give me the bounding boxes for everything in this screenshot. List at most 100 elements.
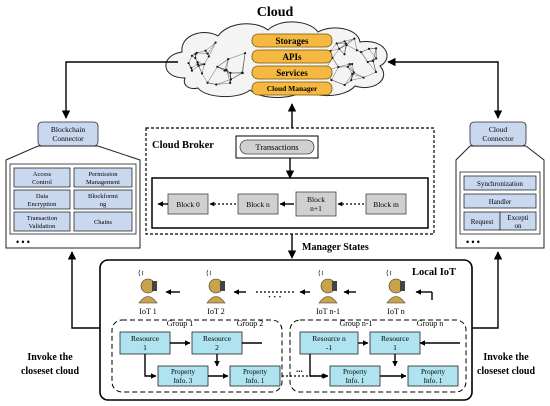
network-node — [243, 52, 247, 55]
property-1c-line1: Property — [421, 368, 446, 376]
chains-cell — [73, 211, 133, 232]
cloud-manager-pill — [251, 81, 333, 96]
network-node — [227, 58, 230, 61]
network-node — [229, 78, 233, 81]
permission-text-2: Management — [86, 179, 120, 186]
exception-text-1: Excepti — [507, 214, 528, 222]
exception-text-2: on — [515, 222, 523, 230]
property-1a-line2: Info. 1 — [246, 377, 265, 385]
iot-to-blockchain-arrow — [67, 251, 100, 329]
services-pill — [251, 65, 333, 80]
network-node — [366, 60, 369, 64]
blockchain-title-line2: Connector — [52, 134, 84, 143]
property-3-line1: Property — [171, 368, 196, 376]
network-node — [195, 51, 198, 54]
network-node — [229, 71, 232, 75]
network-node — [190, 54, 194, 57]
permission-text-1: Permission — [89, 171, 119, 178]
resource-2-line1: Resource — [203, 334, 232, 343]
iot-device-icon — [138, 269, 158, 304]
handler-cell — [463, 193, 537, 209]
block-n — [237, 193, 279, 215]
block-n-plus-1 — [295, 191, 337, 217]
network-node — [374, 47, 378, 50]
access-control-text-2: Control — [32, 179, 52, 186]
apis-pill — [251, 49, 333, 64]
resource-n-to-property-arrow — [309, 354, 329, 379]
network-node — [335, 42, 338, 45]
network-node — [197, 64, 200, 67]
property-1b-line2: Info. 1 — [346, 377, 365, 385]
network-node — [203, 63, 206, 66]
network-node — [350, 79, 353, 82]
block-n-plus-1-label-a: Block — [307, 195, 325, 204]
network-node — [362, 76, 365, 79]
network-node — [206, 81, 209, 84]
chains-text: Chains — [94, 219, 113, 226]
transaction-validation-text-2: Validation — [29, 223, 56, 230]
property-1c-line2: Info. 1 — [424, 377, 443, 385]
network-node — [355, 49, 359, 52]
resource-1-to-property-arrow — [144, 354, 157, 379]
data-encryption-text-2: Encryption — [28, 201, 58, 208]
network-node — [196, 63, 199, 66]
blockchain-more-dots: • • • — [16, 237, 30, 247]
storages-pill — [251, 33, 333, 48]
cloud-broker: Cloud Broker Transactions Block 0 Block … — [145, 127, 435, 235]
network-node — [200, 72, 204, 75]
synchronization-text: Synchronization — [477, 180, 523, 188]
iot-to-cloud-connector-arrow — [472, 251, 503, 329]
invoke-left-line2: closeset cloud — [21, 366, 79, 377]
network-node — [338, 47, 341, 50]
blockforming-cell — [73, 189, 133, 210]
blockforming-text-1: Blockformi — [88, 193, 118, 200]
blockforming-text-2: ng — [100, 201, 107, 208]
network-node — [225, 68, 228, 71]
network-node — [345, 43, 348, 47]
network-node — [187, 61, 190, 65]
cloud-to-blockchain-arrow — [61, 61, 178, 119]
network-node — [206, 52, 209, 55]
network-node — [374, 70, 378, 74]
resource-n-line2: -1 — [326, 343, 332, 352]
network-node — [214, 41, 217, 44]
permission-management-cell — [73, 167, 133, 188]
network-node — [194, 56, 197, 60]
iot-1-label: IoT 1 — [139, 307, 156, 316]
network-node — [343, 53, 346, 56]
invoke-right-line1: Invoke the — [483, 352, 529, 363]
iot-device-icon — [206, 269, 226, 304]
invoke-right-line2: closeset cloud — [477, 366, 535, 377]
blockchain-connector: Blockchain Connector Access Control Perm… — [5, 121, 141, 249]
group-1-2-frame — [111, 319, 283, 393]
access-control-text-1: Access — [33, 171, 52, 178]
data-encryption-cell — [13, 189, 71, 210]
group-n-label: Group n — [417, 319, 443, 328]
request-text: Request — [471, 218, 494, 226]
exception-cell — [499, 211, 537, 231]
network-node — [343, 83, 346, 87]
group-1-label: Group 1 — [167, 319, 193, 328]
group-n-1-n-frame — [289, 319, 467, 393]
network-node — [371, 59, 375, 63]
transactions-label: Transactions — [255, 142, 298, 152]
cloud-connector-title-line1: Cloud — [489, 125, 508, 134]
data-encryption-text-1: Data — [36, 193, 48, 200]
network-node — [348, 62, 351, 66]
network-node — [353, 37, 356, 40]
group-n-1-label: Group n-1 — [339, 319, 372, 328]
network-node — [352, 71, 356, 74]
iot-2-label: IoT 2 — [207, 307, 224, 316]
cloud-broker-title: Cloud Broker — [152, 140, 214, 151]
cloud-manager-label: Cloud Manager — [267, 84, 318, 93]
iot-ellipsis: · · · — [268, 292, 282, 302]
iot-device-icon — [318, 269, 338, 304]
block-m-label: Block m — [373, 200, 399, 209]
synchronization-cell — [463, 175, 537, 191]
network-node — [215, 83, 218, 86]
network-node — [337, 65, 340, 69]
network-node — [223, 69, 226, 72]
blockchain-title-line1: Blockchain — [51, 125, 85, 134]
cloud-title: Cloud — [257, 5, 294, 20]
